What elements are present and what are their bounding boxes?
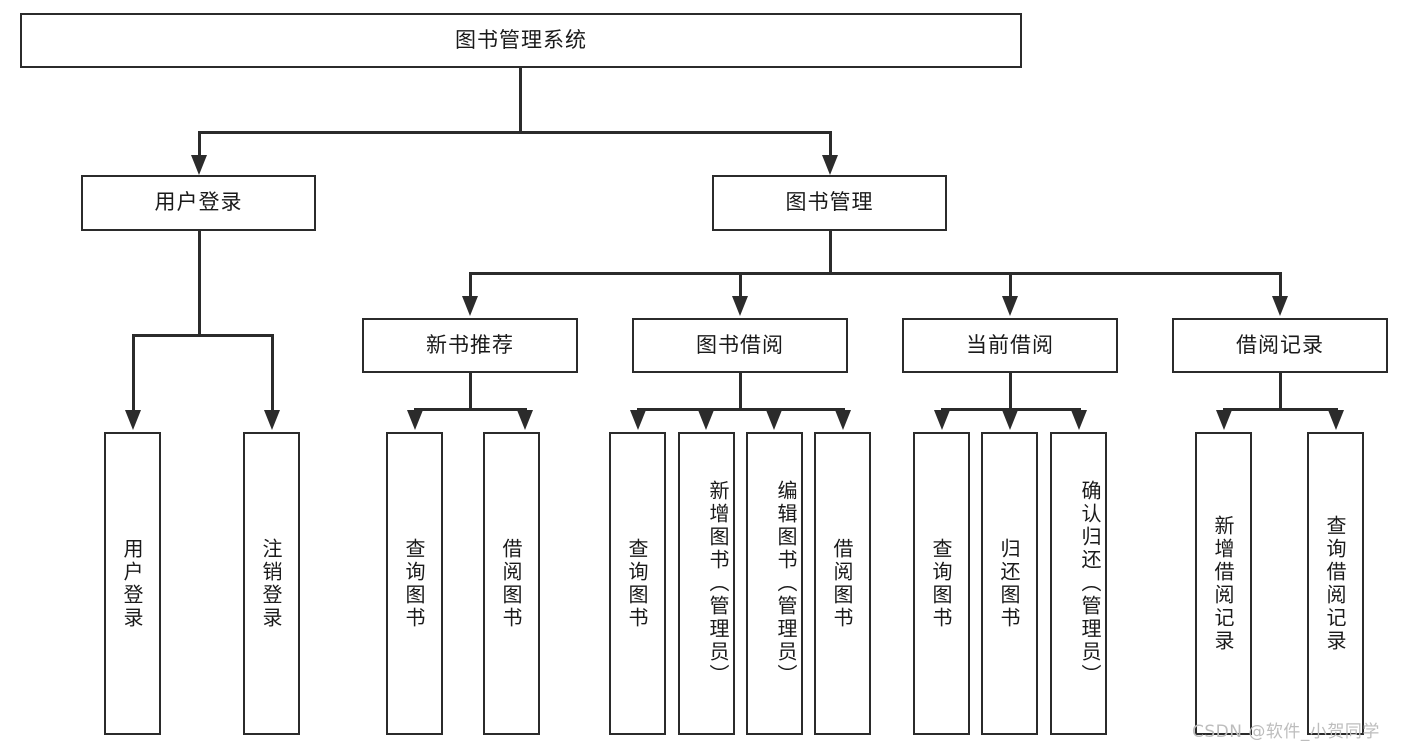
- connector-current-borrow-stem: [1009, 373, 1012, 410]
- connector-bm-to-new-book: [469, 272, 472, 298]
- arrow-current-borrow-leaf-3: [1071, 410, 1087, 430]
- node-current-borrow[interactable]: 当前借阅: [902, 318, 1118, 373]
- arrow-book-borrow-leaf-3: [766, 410, 782, 430]
- arrow-root-to-book-management: [822, 155, 838, 175]
- arrow-bm-to-borrow-record: [1272, 296, 1288, 316]
- node-leaf-query-book-1[interactable]: 查询图书: [386, 432, 443, 735]
- connector-book-borrow-stem: [739, 373, 742, 410]
- node-book-management[interactable]: 图书管理: [712, 175, 947, 231]
- arrow-book-borrow-leaf-2: [698, 410, 714, 430]
- node-leaf-add-book[interactable]: 新增图书（管理员）: [678, 432, 735, 735]
- node-leaf-return-book[interactable]: 归还图书: [981, 432, 1038, 735]
- arrow-bm-to-book-borrow: [732, 296, 748, 316]
- connector-new-book-bus: [414, 408, 526, 411]
- node-book-borrow[interactable]: 图书借阅: [632, 318, 848, 373]
- connector-root-to-book-management: [829, 131, 832, 157]
- connector-borrow-record-bus: [1223, 408, 1337, 411]
- node-leaf-edit-book[interactable]: 编辑图书（管理员）: [746, 432, 803, 735]
- arrow-borrow-record-leaf-1: [1216, 410, 1232, 430]
- node-new-book-recommend[interactable]: 新书推荐: [362, 318, 578, 373]
- arrow-bm-to-new-book: [462, 296, 478, 316]
- node-leaf-borrow-book-1[interactable]: 借阅图书: [483, 432, 540, 735]
- connector-user-login-branch-2: [271, 334, 274, 412]
- connector-bm-to-current-borrow: [1009, 272, 1012, 298]
- node-leaf-query-book-3[interactable]: 查询图书: [913, 432, 970, 735]
- node-leaf-query-book-2[interactable]: 查询图书: [609, 432, 666, 735]
- arrow-new-book-leaf-1: [407, 410, 423, 430]
- node-leaf-confirm-return[interactable]: 确认归还（管理员）: [1050, 432, 1107, 735]
- connector-book-management-bus: [469, 272, 1279, 275]
- connector-root-bus: [198, 131, 831, 134]
- connector-new-book-stem: [469, 373, 472, 410]
- arrow-borrow-record-leaf-2: [1328, 410, 1344, 430]
- node-leaf-add-record[interactable]: 新增借阅记录: [1195, 432, 1252, 735]
- connector-bm-to-book-borrow: [739, 272, 742, 298]
- arrow-user-login-leaf-1: [125, 410, 141, 430]
- arrow-bm-to-current-borrow: [1002, 296, 1018, 316]
- arrow-user-login-leaf-2: [264, 410, 280, 430]
- watermark-credit: CSDN @软件_小贺同学: [1192, 722, 1380, 742]
- arrow-root-to-user-login: [191, 155, 207, 175]
- connector-user-login-stem: [198, 231, 201, 336]
- connector-bm-to-borrow-record: [1279, 272, 1282, 298]
- arrow-current-borrow-leaf-1: [934, 410, 950, 430]
- connector-book-management-stem: [829, 231, 832, 274]
- connector-book-borrow-bus: [637, 408, 844, 411]
- arrow-book-borrow-leaf-4: [835, 410, 851, 430]
- node-leaf-borrow-book-2[interactable]: 借阅图书: [814, 432, 871, 735]
- arrow-new-book-leaf-2: [517, 410, 533, 430]
- connector-user-login-bus: [132, 334, 272, 337]
- connector-root-stem: [519, 67, 522, 133]
- connector-user-login-branch-1: [132, 334, 135, 412]
- connector-root-to-user-login: [198, 131, 201, 157]
- node-borrow-record[interactable]: 借阅记录: [1172, 318, 1388, 373]
- node-user-login[interactable]: 用户登录: [81, 175, 316, 231]
- connector-borrow-record-stem: [1279, 373, 1282, 410]
- node-leaf-query-record[interactable]: 查询借阅记录: [1307, 432, 1364, 735]
- node-leaf-user-login[interactable]: 用户登录: [104, 432, 161, 735]
- arrow-book-borrow-leaf-1: [630, 410, 646, 430]
- node-leaf-user-logout[interactable]: 注销登录: [243, 432, 300, 735]
- node-root-book-management-system[interactable]: 图书管理系统: [20, 13, 1022, 68]
- arrow-current-borrow-leaf-2: [1002, 410, 1018, 430]
